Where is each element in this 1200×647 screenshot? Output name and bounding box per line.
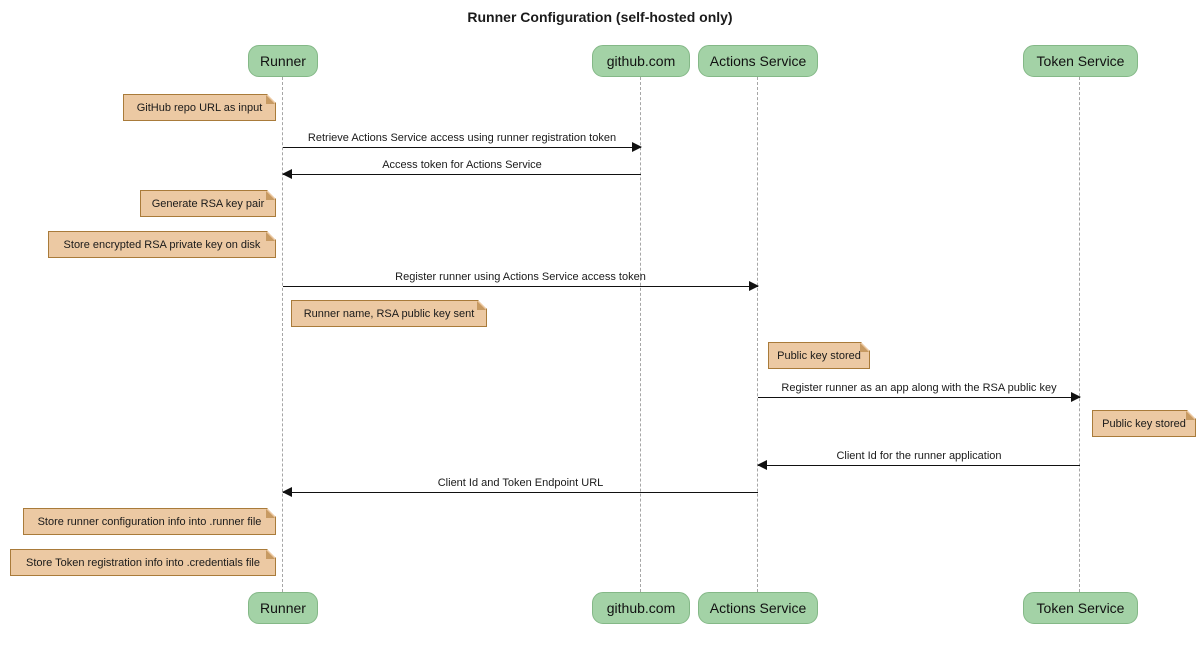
note-store-private-key: Store encrypted RSA private key on disk: [48, 231, 276, 258]
actor-github-bottom: github.com: [592, 592, 690, 624]
arrow-left-icon: [282, 487, 758, 497]
message-client-id: Client Id for the runner application: [757, 449, 1080, 470]
note-text: Store Token registration info into .cred…: [26, 556, 260, 569]
note-store-credentials-file: Store Token registration info into .cred…: [10, 549, 276, 576]
note-runner-name-sent: Runner name, RSA public key sent: [291, 300, 487, 327]
message-label: Client Id for the runner application: [836, 450, 1002, 462]
message-register-runner: Register runner using Actions Service ac…: [283, 270, 759, 291]
note-text: Generate RSA key pair: [151, 197, 265, 210]
message-access-token: Access token for Actions Service: [282, 158, 641, 179]
note-store-runner-file: Store runner configuration info into .ru…: [23, 508, 276, 535]
note-fold-icon: [266, 509, 275, 518]
actor-actions-service-top: Actions Service: [698, 45, 818, 77]
lifeline-token-service: [1079, 77, 1080, 592]
note-public-key-stored-token: Public key stored: [1092, 410, 1196, 437]
arrow-left-icon: [757, 460, 1080, 470]
note-text: Store runner configuration info into .ru…: [37, 515, 262, 528]
lifeline-github: [640, 77, 641, 592]
note-generate-rsa: Generate RSA key pair: [140, 190, 276, 217]
note-github-repo-url: GitHub repo URL as input: [123, 94, 276, 121]
lifeline-actions-service: [757, 77, 758, 592]
actor-github-top: github.com: [592, 45, 690, 77]
message-register-runner-app: Register runner as an app along with the…: [758, 381, 1081, 402]
arrow-right-icon: [283, 142, 642, 152]
message-client-id-endpoint: Client Id and Token Endpoint URL: [282, 476, 758, 497]
actor-token-service-bottom: Token Service: [1023, 592, 1138, 624]
message-label: Register runner using Actions Service ac…: [395, 271, 646, 283]
message-label: Client Id and Token Endpoint URL: [437, 477, 604, 489]
note-fold-icon: [266, 191, 275, 200]
note-text: Store encrypted RSA private key on disk: [63, 238, 261, 251]
message-label: Register runner as an app along with the…: [781, 382, 1057, 394]
note-fold-icon: [266, 95, 275, 104]
note-fold-icon: [477, 301, 486, 310]
note-text: Public key stored: [777, 349, 861, 362]
note-fold-icon: [1186, 411, 1195, 420]
arrow-right-icon: [758, 392, 1081, 402]
note-fold-icon: [860, 343, 869, 352]
actor-actions-service-bottom: Actions Service: [698, 592, 818, 624]
message-retrieve-actions-access: Retrieve Actions Service access using ru…: [283, 131, 642, 152]
note-text: Public key stored: [1102, 417, 1186, 430]
lifeline-runner: [282, 77, 283, 592]
note-fold-icon: [266, 232, 275, 241]
message-label: Access token for Actions Service: [382, 159, 542, 171]
actor-token-service-top: Token Service: [1023, 45, 1138, 77]
note-fold-icon: [266, 550, 275, 559]
message-label: Retrieve Actions Service access using ru…: [307, 132, 617, 144]
note-text: Runner name, RSA public key sent: [303, 307, 475, 320]
diagram-title: Runner Configuration (self-hosted only): [467, 9, 733, 25]
actor-runner-top: Runner: [248, 45, 318, 77]
note-public-key-stored-actions: Public key stored: [768, 342, 870, 369]
arrow-right-icon: [283, 281, 759, 291]
actor-runner-bottom: Runner: [248, 592, 318, 624]
arrow-left-icon: [282, 169, 641, 179]
note-text: GitHub repo URL as input: [136, 101, 263, 114]
